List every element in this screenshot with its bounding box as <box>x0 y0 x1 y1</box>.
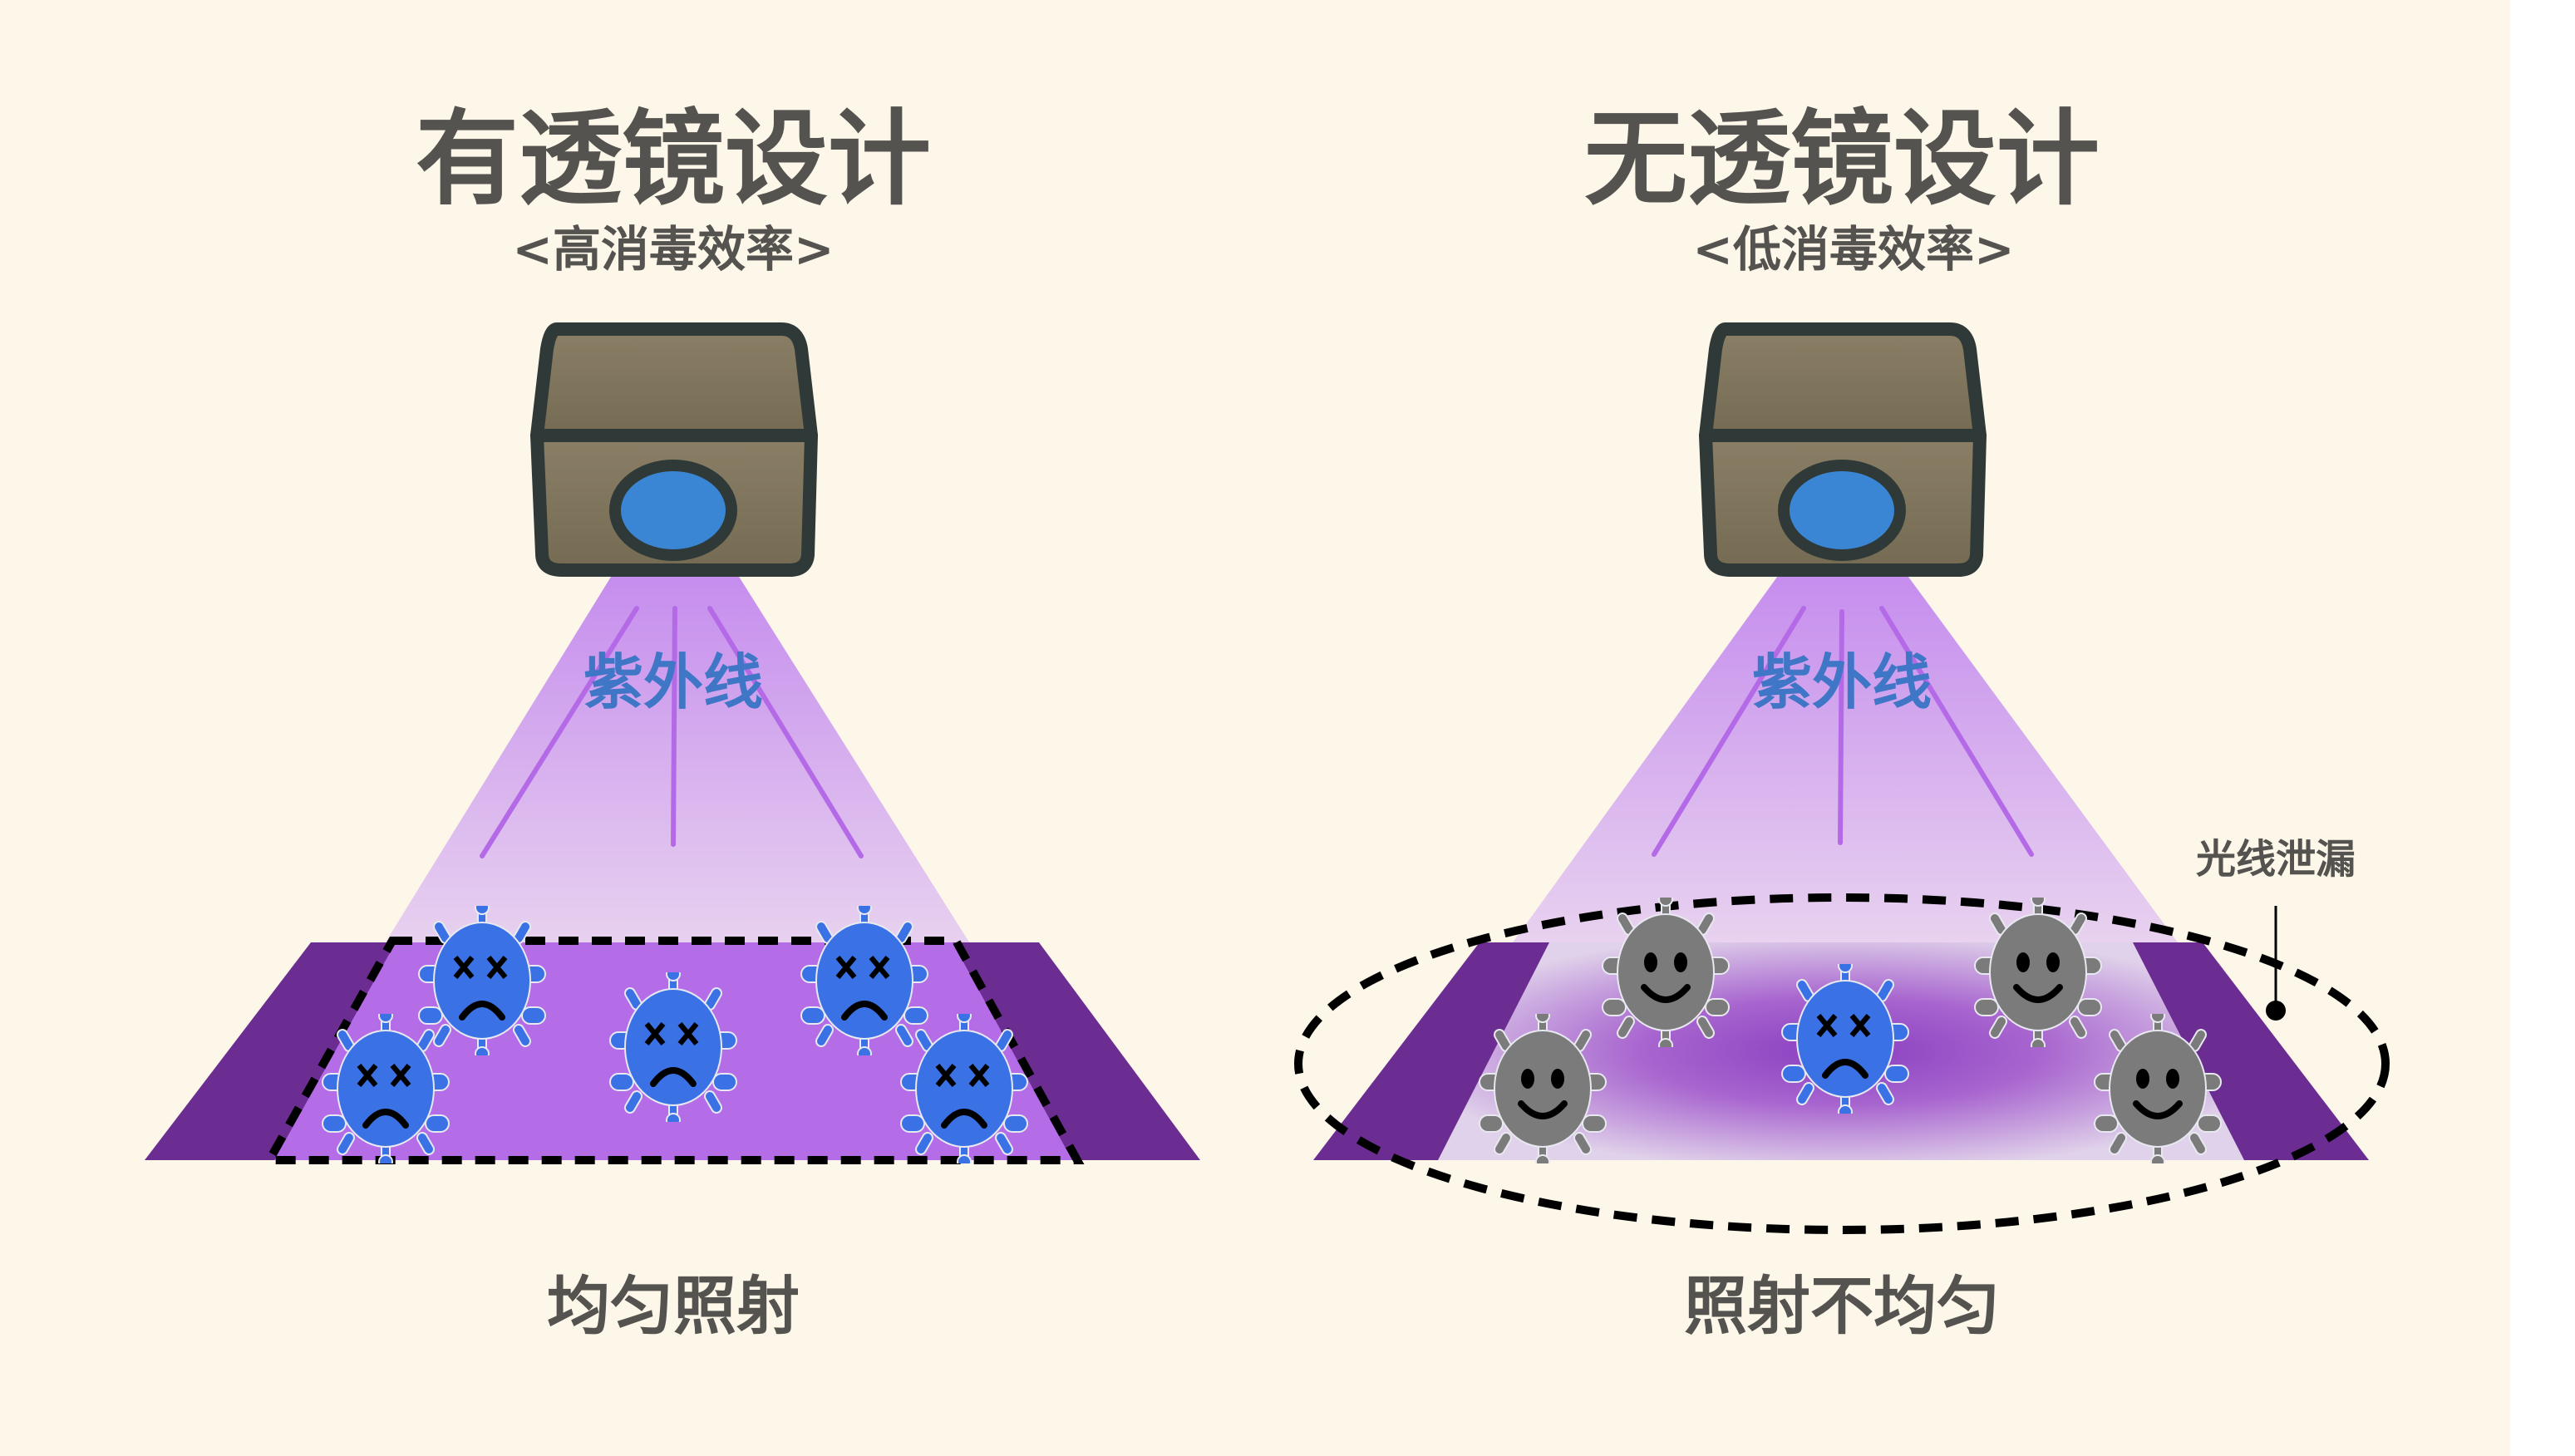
uv-label: 紫外线 <box>583 647 763 717</box>
virus-icon <box>2094 1014 2222 1163</box>
uv-beam <box>382 570 972 947</box>
uv-rays <box>480 606 864 858</box>
dead-face <box>453 955 508 1021</box>
smile-face <box>2133 1069 2183 1119</box>
uv-beam <box>1513 570 2178 942</box>
light-leak-outline <box>1294 893 2390 1234</box>
virus-icon <box>322 1014 450 1163</box>
lens <box>609 460 737 561</box>
smile-face <box>1518 1069 1568 1119</box>
left-panel: 有透镜设计 <高消毒效率> 紫外线 均匀照射 <box>145 100 1200 1343</box>
virus-icon <box>800 906 928 1055</box>
virus-icon <box>1974 898 2102 1047</box>
uv-rays <box>1652 606 2034 857</box>
leak-callout <box>2266 906 2286 1021</box>
light-leak-label: 光线泄漏 <box>2196 836 2356 883</box>
right-panel: 无透镜设计 <低消毒效率> 紫外线 光线泄漏 照射不均匀 <box>1294 100 2390 1343</box>
right-caption: 照射不均匀 <box>1684 1269 2000 1343</box>
uv-lamp-icon <box>1699 322 1987 577</box>
smile-face <box>2013 952 2063 1003</box>
right-title: 无透镜设计 <box>1584 100 2100 219</box>
dead-face <box>835 955 890 1021</box>
coverage-outline <box>262 937 1085 1164</box>
dead-face <box>357 1063 411 1129</box>
dead-face <box>935 1063 990 1129</box>
dead-face <box>1816 1013 1871 1079</box>
uv-lamp-icon <box>530 322 818 577</box>
background <box>0 0 2510 1456</box>
lens <box>1778 460 1906 561</box>
virus-icon <box>1479 1014 1607 1163</box>
virus-icon <box>418 906 546 1055</box>
uv-label: 紫外线 <box>1752 647 1932 717</box>
right-subtitle: <低消毒效率> <box>1692 221 2014 278</box>
left-subtitle: <高消毒效率> <box>512 221 834 278</box>
virus-icon <box>1602 898 1730 1047</box>
virus-icon <box>1781 964 1909 1114</box>
left-caption: 均匀照射 <box>547 1269 800 1343</box>
virus-icon <box>900 1014 1028 1163</box>
smile-face <box>1641 952 1691 1003</box>
virus-icon <box>609 972 737 1122</box>
dead-face <box>644 1021 699 1087</box>
left-title: 有透镜设计 <box>416 100 931 219</box>
